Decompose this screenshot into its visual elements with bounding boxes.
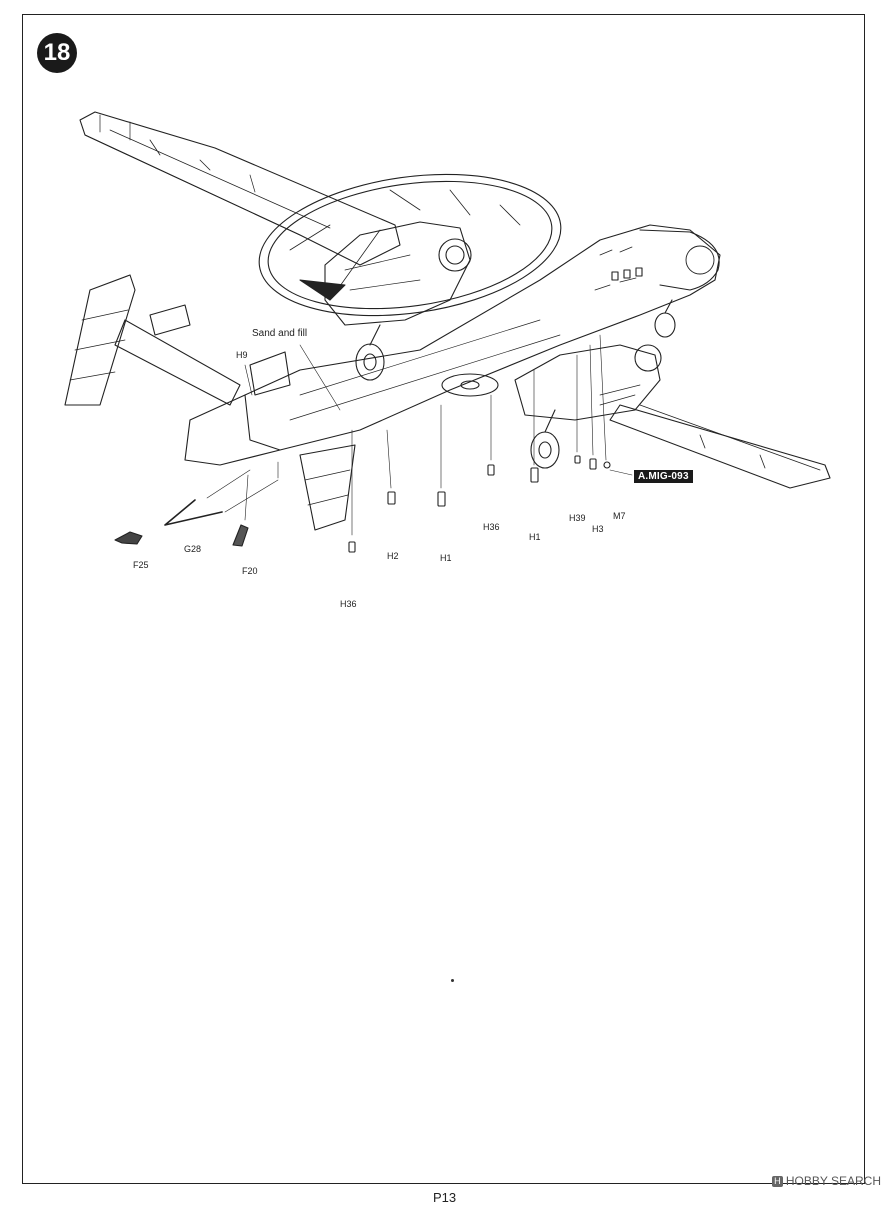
part-h36-left-shape (348, 541, 356, 553)
right-engine-nacelle (514, 344, 661, 421)
part-f25-shape (114, 531, 143, 545)
part-label-g28: G28 (184, 544, 202, 554)
part-m7-shape (603, 461, 611, 469)
right-wing (609, 404, 831, 489)
part-h2-shape (387, 491, 396, 505)
watermark-text: HOBBY SEARCH (785, 1174, 881, 1188)
watermark-logo-icon: H (771, 1175, 783, 1187)
leader-lines (206, 334, 633, 536)
paint-code-badge: A.MIG-093 (634, 470, 693, 483)
part-g28-shape (164, 499, 223, 526)
part-label-m7: M7 (613, 511, 626, 521)
left-main-wheel (355, 343, 385, 381)
right-main-wheel (530, 431, 560, 469)
lower-vertical-fin (299, 444, 356, 531)
part-label-h9: H9 (236, 350, 248, 360)
part-h1-right-shape (530, 467, 539, 483)
part-label-h36-left: H36 (340, 599, 357, 609)
part-h3-shape (589, 458, 597, 470)
horizontal-stabilizer (114, 319, 241, 406)
part-label-f25: F25 (133, 560, 149, 570)
nose-wheel (654, 312, 676, 338)
sand-and-fill-note: Sand and fill (252, 328, 308, 339)
page-number: P13 (433, 1190, 457, 1205)
part-label-f20: F20 (242, 566, 258, 576)
left-engine-nacelle (324, 221, 471, 326)
step-number-badge: 18 (37, 33, 77, 73)
left-vertical-fin (64, 274, 136, 406)
page-frame (22, 14, 865, 1184)
part-label-h39: H39 (569, 513, 586, 523)
part-h36-mid-shape (487, 464, 495, 476)
part-label-h2: H2 (387, 551, 399, 561)
part-label-h1-mid: H1 (440, 553, 452, 563)
part-h1-mid-shape (437, 491, 446, 507)
fuselage (244, 224, 721, 451)
rotodome (258, 173, 562, 317)
belly-hatch (441, 373, 499, 397)
part-label-h36-mid: H36 (483, 522, 500, 532)
part-label-h1-right: H1 (529, 532, 541, 542)
part-f20-shape (232, 524, 249, 547)
part-h39-shape (574, 455, 581, 464)
stray-mark (451, 979, 454, 982)
tail-cone (184, 394, 281, 466)
watermark: H HOBBY SEARCH (771, 1174, 881, 1188)
part-label-h3: H3 (592, 524, 604, 534)
